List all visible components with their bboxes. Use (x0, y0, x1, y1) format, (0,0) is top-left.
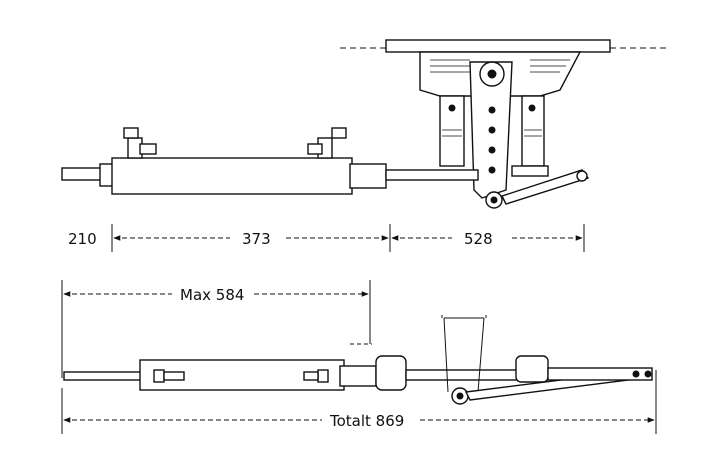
dim-label-max-584: Max 584 (180, 286, 244, 304)
dim-label-total-869: Totalt 869 (329, 412, 404, 430)
dim-label-528: 528 (464, 230, 493, 248)
top-dimension-line (111, 224, 585, 252)
top-cylinder (61, 127, 479, 195)
bottom-view: Max 584 (61, 280, 657, 434)
bottom-tiller (441, 312, 653, 405)
total-length-dimension (61, 370, 657, 434)
bottom-cylinder (63, 355, 549, 391)
dim-label-373: 373 (242, 230, 271, 248)
top-view: 210 373 528 (61, 39, 668, 252)
dim-label-210: 210 (68, 230, 97, 248)
tiller-arm (469, 61, 590, 209)
max-stroke-dimension (61, 280, 371, 378)
mounting-bracket (340, 39, 668, 167)
